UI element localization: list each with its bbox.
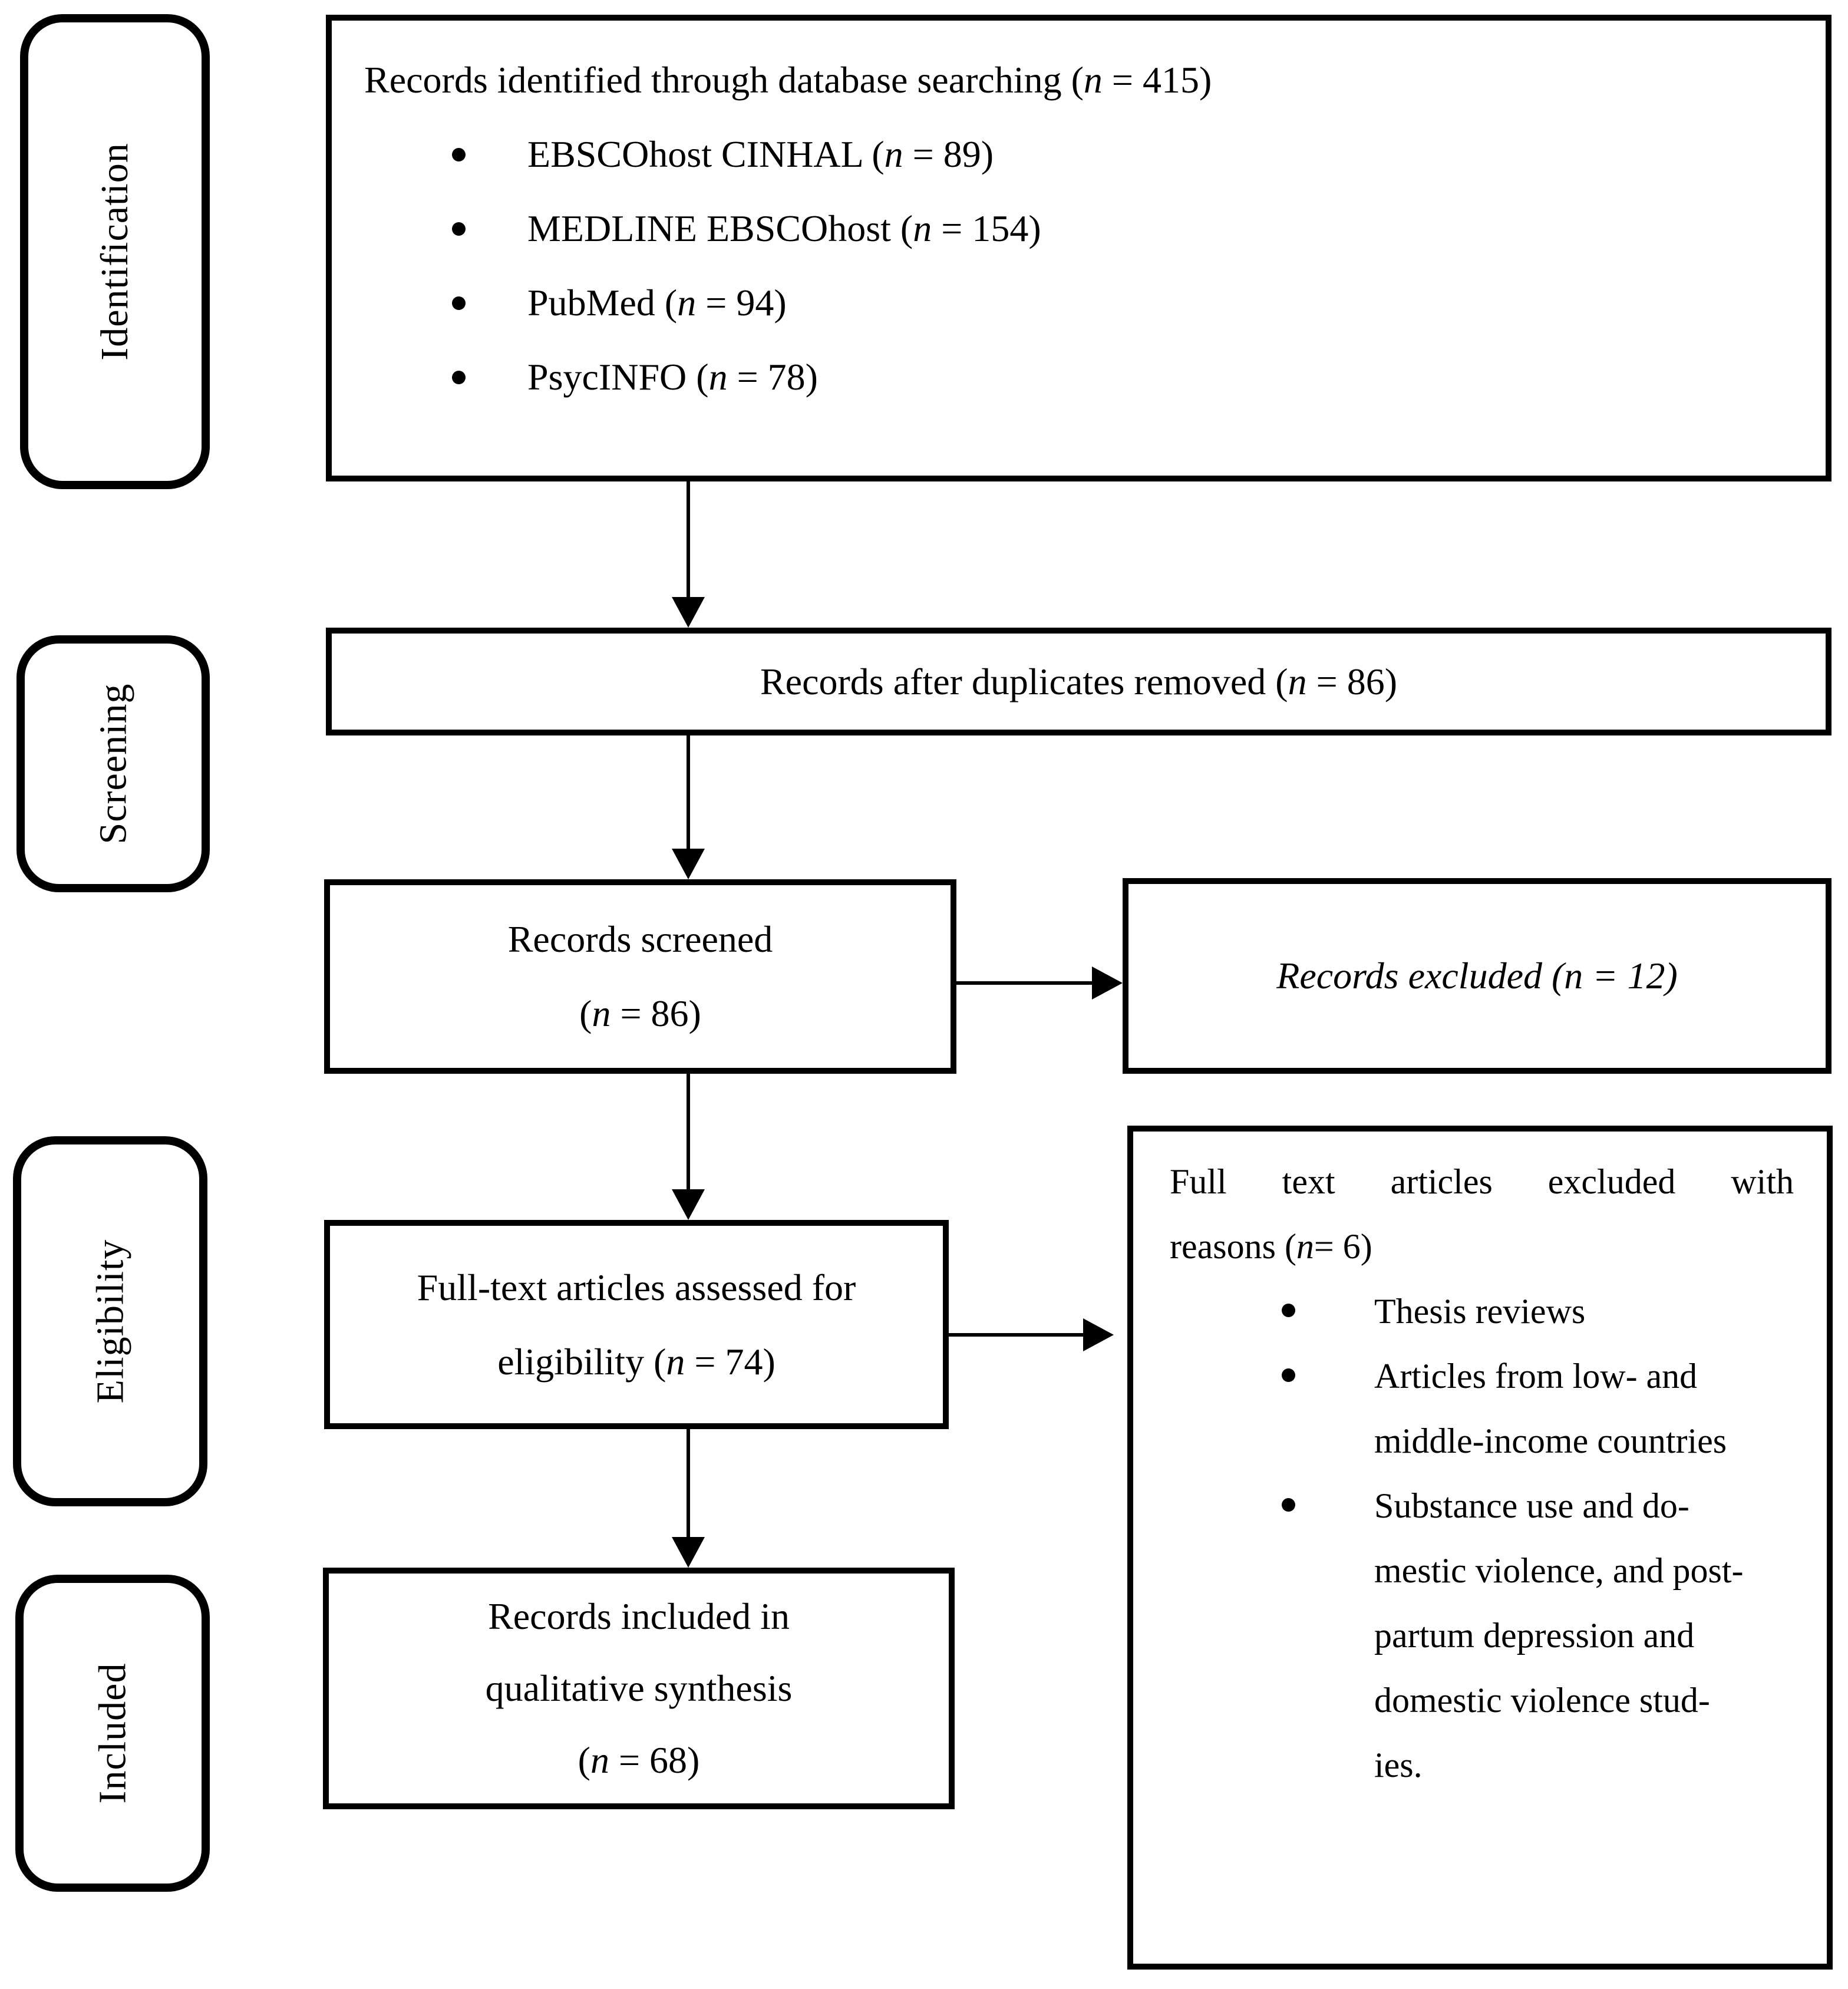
database-bullet-label: EBSCOhost CINHAL (n = 89) bbox=[527, 133, 994, 175]
stage-identification-label: Identification bbox=[93, 143, 136, 361]
arrow-stem bbox=[687, 1429, 690, 1537]
down-arrow-duplicates-to-screened bbox=[672, 735, 705, 879]
stage-eligibility: Eligibility bbox=[13, 1136, 207, 1506]
arrow-stem bbox=[687, 1074, 690, 1189]
records-included-line1: Records included in bbox=[488, 1595, 790, 1637]
stage-screening: Screening bbox=[16, 635, 210, 892]
stage-eligibility-label: Eligibility bbox=[88, 1239, 131, 1404]
duplicates-removed-text: Records after duplicates removed (n = 86… bbox=[760, 660, 1398, 702]
reason-bullet-line: partum depression and bbox=[1374, 1616, 1695, 1655]
stage-included-label: Included bbox=[91, 1663, 134, 1804]
database-bullet-label: PubMed (n = 94) bbox=[527, 282, 787, 324]
records-identified-box: Records identified through database sear… bbox=[326, 15, 1832, 481]
database-bullet-pubmed: PubMed (n = 94) bbox=[364, 266, 1802, 340]
right-arrow-screened-to-excluded bbox=[956, 967, 1123, 1000]
bullet-icon bbox=[452, 371, 466, 384]
reason-bullet-line: middle-income countries bbox=[1374, 1421, 1727, 1460]
bullet-icon bbox=[1282, 1304, 1295, 1317]
reason-bullet-line: ies. bbox=[1374, 1746, 1423, 1785]
arrow-stem bbox=[687, 481, 690, 597]
reason-bullet-line: Thesis reviews bbox=[1374, 1292, 1586, 1331]
arrow-head bbox=[1083, 1318, 1114, 1351]
arrow-stem bbox=[956, 981, 1094, 985]
reason-bullet-line: domestic violence stud- bbox=[1374, 1681, 1710, 1720]
records-included-line3: (n = 68) bbox=[578, 1739, 700, 1781]
reason-bullet-line: mestic violence, and post- bbox=[1374, 1551, 1744, 1590]
arrow-head bbox=[1092, 967, 1123, 1000]
excluded-reasons-title-line1: Full text articles excluded with bbox=[1170, 1162, 1794, 1201]
reason-bullet-thesis-reviews: Thesis reviews bbox=[1170, 1279, 1794, 1344]
arrow-stem bbox=[687, 735, 690, 849]
records-screened-line1: Records screened bbox=[507, 918, 773, 960]
right-arrow-fulltext-to-reasons bbox=[949, 1318, 1114, 1351]
records-screened-box: Records screened (n = 86) bbox=[324, 879, 956, 1074]
records-screened-line2: (n = 86) bbox=[579, 992, 701, 1034]
database-bullet-label: MEDLINE EBSCOhost (n = 154) bbox=[527, 207, 1041, 249]
bullet-icon bbox=[452, 148, 466, 161]
reason-bullet-line: Substance use and do- bbox=[1374, 1486, 1689, 1525]
down-arrow-screened-to-fulltext bbox=[672, 1074, 705, 1220]
records-identified-title: Records identified through database sear… bbox=[364, 59, 1212, 101]
arrow-head bbox=[672, 1189, 705, 1220]
database-bullet-medline: MEDLINE EBSCOhost (n = 154) bbox=[364, 192, 1802, 266]
arrow-head bbox=[672, 597, 705, 628]
records-excluded-box: Records excluded (n = 12) bbox=[1123, 878, 1832, 1074]
fulltext-assessed-line1: Full-text articles assessed for bbox=[417, 1266, 856, 1308]
reason-bullet-substance-use: Substance use and do- mestic violence, a… bbox=[1170, 1473, 1794, 1797]
bullet-icon bbox=[452, 296, 466, 310]
stage-included: Included bbox=[15, 1575, 210, 1892]
duplicates-removed-box: Records after duplicates removed (n = 86… bbox=[326, 628, 1832, 735]
arrow-stem bbox=[949, 1333, 1085, 1337]
excluded-reasons-box: Full text articles excluded with reasons… bbox=[1127, 1126, 1833, 1970]
records-included-box: Records included in qualitative synthesi… bbox=[323, 1568, 955, 1809]
fulltext-assessed-line2: eligibility (n = 74) bbox=[497, 1340, 776, 1383]
fulltext-assessed-box: Full-text articles assessed for eligibil… bbox=[324, 1220, 949, 1429]
reason-bullet-low-middle-income: Articles from low- and middle-income cou… bbox=[1170, 1344, 1794, 1473]
database-bullet-ebscohost-cinhal: EBSCOhost CINHAL (n = 89) bbox=[364, 117, 1802, 192]
excluded-reasons-title-line2: reasons (n= 6) bbox=[1170, 1227, 1372, 1266]
records-excluded-text: Records excluded (n = 12) bbox=[1276, 955, 1678, 997]
reason-bullet-line: Articles from low- and bbox=[1374, 1357, 1698, 1396]
arrow-head bbox=[672, 849, 705, 879]
bullet-icon bbox=[1282, 1498, 1295, 1512]
database-bullet-psycinfo: PsycINFO (n = 78) bbox=[364, 340, 1802, 414]
arrow-head bbox=[672, 1537, 705, 1568]
stage-screening-label: Screening bbox=[91, 683, 134, 845]
stage-identification: Identification bbox=[20, 14, 210, 489]
bullet-icon bbox=[452, 222, 466, 236]
bullet-icon bbox=[1282, 1368, 1295, 1382]
down-arrow-identified-to-duplicates bbox=[672, 481, 705, 628]
records-included-line2: qualitative synthesis bbox=[485, 1667, 793, 1709]
database-bullet-label: PsycINFO (n = 78) bbox=[527, 356, 818, 398]
down-arrow-fulltext-to-included bbox=[672, 1429, 705, 1568]
